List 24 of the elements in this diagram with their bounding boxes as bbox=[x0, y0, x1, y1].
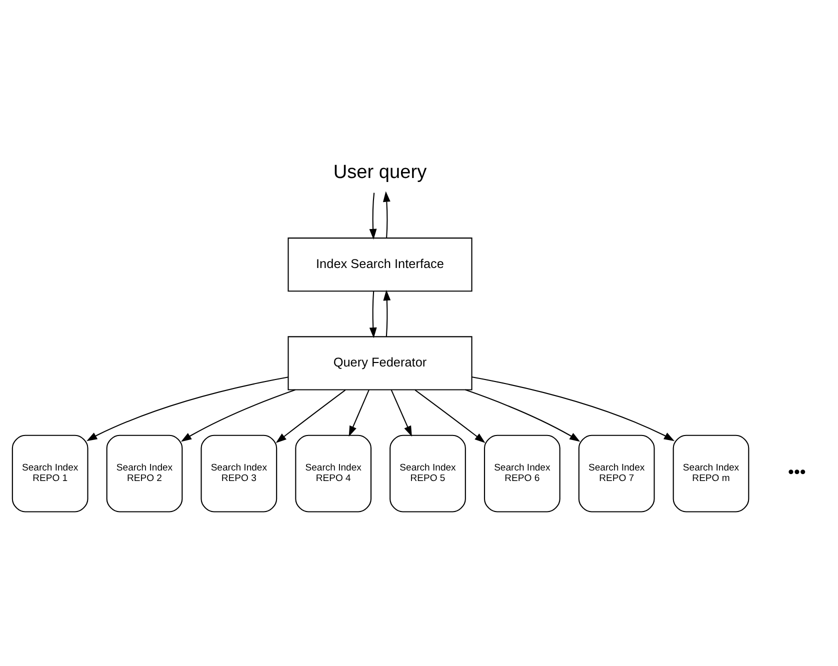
node-box: Query Federator bbox=[288, 336, 472, 390]
arrow bbox=[390, 390, 412, 437]
node-box: Search Index REPO 3 bbox=[200, 434, 278, 512]
node-box: Search Index REPO 2 bbox=[106, 434, 183, 512]
arrow bbox=[465, 389, 580, 442]
arrow bbox=[348, 390, 370, 437]
arrow bbox=[472, 376, 675, 442]
arrow bbox=[382, 191, 390, 238]
label: ••• bbox=[788, 462, 806, 482]
arrow bbox=[369, 192, 377, 240]
node-box: Index Search Interface bbox=[288, 238, 472, 292]
arrow bbox=[369, 291, 377, 338]
arrow bbox=[383, 290, 391, 337]
node-box: Search Index REPO 5 bbox=[390, 434, 466, 512]
node-box: Search Index REPO 6 bbox=[484, 434, 560, 512]
node-text: User query bbox=[333, 162, 427, 184]
node-box: Search Index REPO 4 bbox=[295, 434, 372, 512]
arrow bbox=[276, 390, 346, 444]
arrow bbox=[180, 389, 296, 442]
node-box: Search Index REPO 1 bbox=[12, 434, 88, 512]
node-box: Search Index REPO m bbox=[672, 434, 750, 512]
arrow bbox=[414, 390, 486, 443]
arrow bbox=[86, 376, 288, 442]
node-box: Search Index REPO 7 bbox=[578, 434, 655, 512]
